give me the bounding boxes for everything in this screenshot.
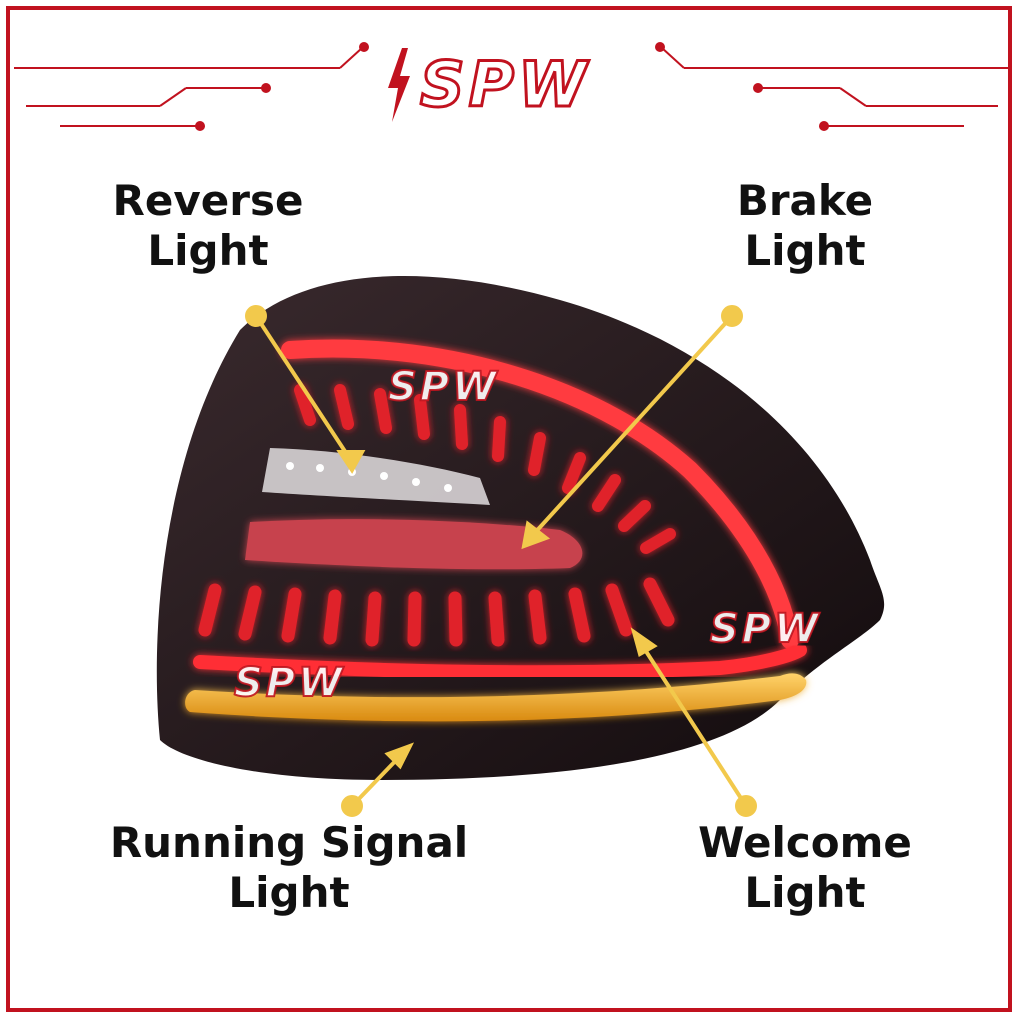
brand-logo: SPW [419,48,591,121]
lightning-icon [388,48,410,122]
reverse-light-line1: Reverse [112,176,304,225]
upper-fins [294,384,676,554]
welcome-light-line2: Light [744,868,866,918]
lower-fins [198,577,675,647]
watermark-top: SPW [387,363,500,411]
border-frame [6,6,1012,1012]
brake-lens [245,519,583,570]
running-signal-strip [185,673,807,722]
watermark-right: SPW [709,605,822,653]
brake-light-label: Brake Light [690,176,920,277]
pointer-lines [245,305,757,817]
lower-red-bar [193,643,807,680]
welcome-light-line1: Welcome [698,818,912,867]
running-signal-line2: Light [228,868,350,918]
welcome-light-label: Welcome Light [680,818,930,919]
brake-light-line2: Light [744,226,866,276]
reverse-light-line2: Light [147,226,269,276]
brake-light-line1: Brake [736,176,874,225]
brake-arc [281,339,799,649]
reverse-light-label: Reverse Light [96,176,320,277]
running-signal-light-label: Running Signal Light [84,818,494,919]
running-signal-line1: Running Signal [109,818,469,867]
reverse-lens [262,448,490,505]
circuit-decoration [14,42,1008,131]
watermark-bottom: SPW [233,659,346,707]
